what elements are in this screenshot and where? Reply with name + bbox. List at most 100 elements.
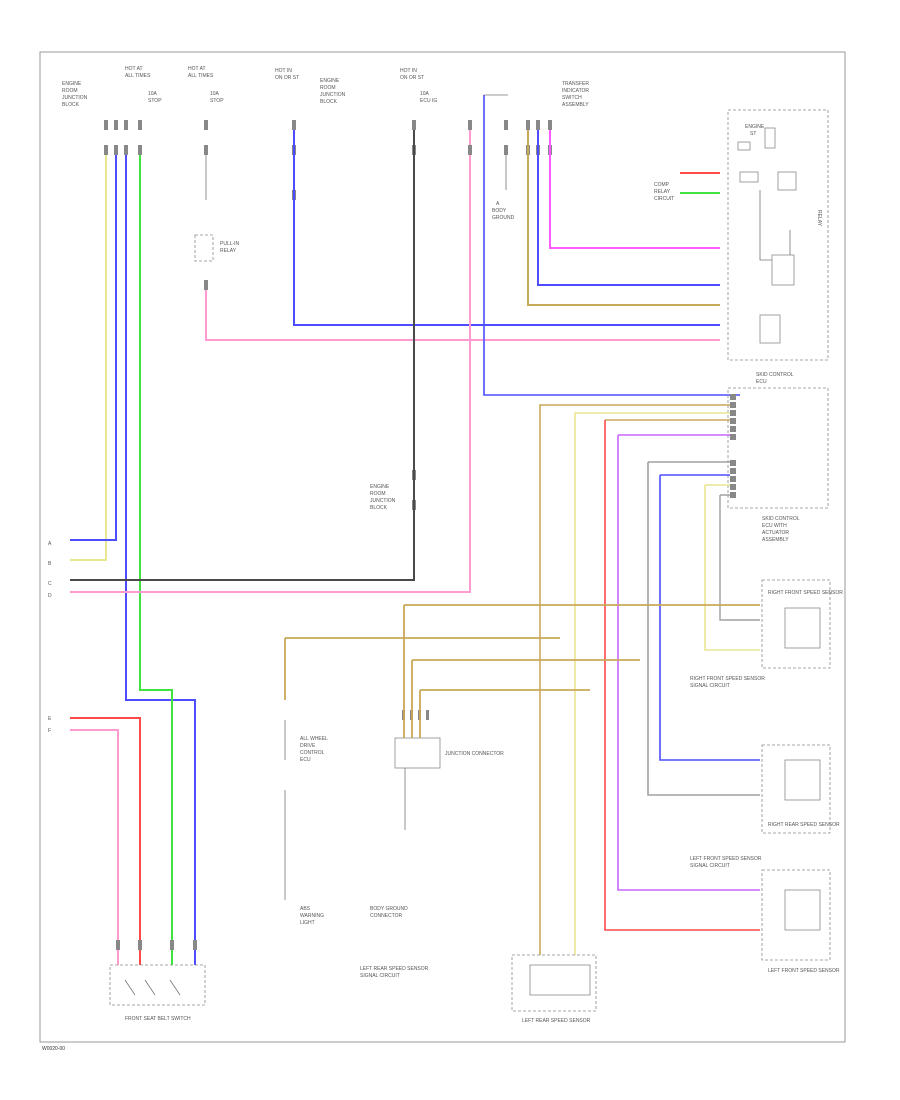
svg-text:ROOM: ROOM: [62, 88, 78, 94]
svg-text:ECU: ECU: [300, 757, 311, 763]
svg-text:10A: 10A: [148, 91, 158, 97]
svg-text:HOT AT: HOT AT: [125, 66, 143, 72]
wire-violet-long: [70, 130, 471, 593]
left-front-speed-sensor: LEFT FRONT SPEED SENSOR: [761, 869, 840, 974]
svg-text:C: C: [48, 581, 52, 587]
svg-text:ECU WITH: ECU WITH: [762, 523, 787, 529]
svg-text:10A: 10A: [210, 91, 220, 97]
svg-text:LEFT REAR SPEED SENSOR: LEFT REAR SPEED SENSOR: [360, 966, 429, 972]
right-front-speed-sensor: RIGHT FRONT SPEED SENSOR: [761, 579, 843, 669]
left-rear-speed-sensor: LEFT REAR SPEED SENSOR LEFT REAR SPEED S…: [360, 954, 597, 1024]
svg-text:ROOM: ROOM: [370, 491, 386, 497]
wire-magenta-relay: [549, 130, 720, 249]
svg-text:PULL-IN: PULL-IN: [220, 241, 240, 247]
svg-text:WARNING: WARNING: [300, 913, 324, 919]
svg-text:SKID CONTROL: SKID CONTROL: [762, 516, 800, 522]
svg-text:ASSEMBLY: ASSEMBLY: [762, 537, 789, 543]
wire-tan-relay: [527, 130, 720, 306]
relay-label: RELAY: [816, 210, 822, 227]
svg-text:DRIVE: DRIVE: [300, 743, 316, 749]
wire-tan-ecu: [539, 404, 730, 955]
svg-text:ENGINE: ENGINE: [62, 81, 82, 87]
svg-text:LIGHT: LIGHT: [300, 920, 315, 926]
svg-text:RIGHT FRONT SPEED SENSOR: RIGHT FRONT SPEED SENSOR: [690, 676, 765, 682]
wire-blue-ecu: [659, 474, 760, 761]
left-rear-sensor-label: LEFT REAR SPEED SENSOR: [522, 1018, 591, 1024]
svg-text:HOT AT: HOT AT: [188, 66, 206, 72]
svg-text:ENGINE: ENGINE: [320, 78, 340, 84]
svg-text:10A: 10A: [420, 91, 430, 97]
svg-text:ABS: ABS: [300, 906, 311, 912]
svg-text:SIGNAL CIRCUIT: SIGNAL CIRCUIT: [690, 683, 730, 689]
svg-text:ALL TIMES: ALL TIMES: [188, 73, 214, 79]
svg-text:ECU: ECU: [756, 379, 767, 385]
svg-text:ON OR ST: ON OR ST: [400, 75, 424, 81]
svg-text:BLOCK: BLOCK: [62, 102, 80, 108]
wire-pink-fuse: [205, 290, 720, 341]
svg-text:ALL TIMES: ALL TIMES: [125, 73, 151, 79]
right-sensor-3-label: LEFT FRONT SPEED SENSOR: [768, 968, 840, 974]
right-sensor-2-label: RIGHT REAR SPEED SENSOR: [768, 822, 840, 828]
wire-red-switch: [70, 717, 141, 965]
junction-connector-label: JUNCTION CONNECTOR: [445, 751, 504, 757]
svg-text:CONTROL: CONTROL: [300, 750, 325, 756]
svg-text:SKID CONTROL: SKID CONTROL: [756, 372, 794, 378]
pink-fuse-wire-group: HOT AT ALL TIMES 10A STOP PULL-IN RELAY: [188, 66, 720, 341]
svg-text:SIGNAL CIRCUIT: SIGNAL CIRCUIT: [690, 863, 730, 869]
svg-text:ECU IG: ECU IG: [420, 98, 437, 104]
svg-text:BODY: BODY: [492, 208, 507, 214]
wire-blue-top: [293, 130, 720, 326]
svg-text:A: A: [48, 541, 52, 547]
svg-text:STOP: STOP: [210, 98, 224, 104]
svg-text:SWITCH: SWITCH: [562, 95, 582, 101]
junction-connector: JUNCTION CONNECTOR BODY GROUND CONNECTOR…: [284, 604, 760, 926]
black-center-wire-group: HOT IN ON OR ST 10A ECU IG ENGINE ROOM J…: [70, 68, 437, 581]
wire-blue-left-2: [125, 155, 196, 965]
right-rear-speed-sensor: RIGHT REAR SPEED SENSOR: [761, 744, 840, 834]
blue-top-wire-group: HOT IN ON OR ST ENGINE ROOM JUNCTION BLO…: [275, 68, 720, 326]
wire-lightblue-top: [483, 95, 740, 396]
wire-gray-ecu: [647, 461, 760, 796]
svg-text:HOT IN: HOT IN: [400, 68, 417, 74]
svg-text:ALL WHEEL: ALL WHEEL: [300, 736, 328, 742]
relay-wire-group: TRANSFER INDICATOR SWITCH ASSEMBLY A BOD…: [492, 81, 720, 306]
svg-text:SIGNAL CIRCUIT: SIGNAL CIRCUIT: [360, 973, 400, 979]
svg-text:TRANSFER: TRANSFER: [562, 81, 589, 87]
left-bottom-switch-label: FRONT SEAT BELT SWITCH: [125, 1016, 191, 1022]
svg-text:INDICATOR: INDICATOR: [562, 88, 589, 94]
svg-text:CONNECTOR: CONNECTOR: [370, 913, 403, 919]
relay-box: ENGINE ST COMP RELAY CIRCUIT RELAY: [654, 109, 829, 361]
svg-text:HOT IN: HOT IN: [275, 68, 292, 74]
svg-text:A: A: [496, 201, 500, 207]
wire-yellow-left: [70, 155, 107, 561]
svg-text:ON OR ST: ON OR ST: [275, 75, 299, 81]
svg-text:ASSEMBLY: ASSEMBLY: [562, 102, 589, 108]
svg-text:E: E: [48, 716, 52, 722]
wire-blue-left-1: [70, 155, 117, 541]
svg-text:CIRCUIT: CIRCUIT: [654, 196, 674, 202]
svg-text:ENGINE: ENGINE: [745, 124, 765, 130]
svg-text:BLOCK: BLOCK: [370, 505, 388, 511]
svg-text:COMP: COMP: [654, 182, 670, 188]
svg-text:RELAY: RELAY: [654, 189, 671, 195]
skid-control-ecu: SKID CONTROL ECU SKID CONTROL ECU WITH A…: [727, 372, 829, 543]
svg-text:BLOCK: BLOCK: [320, 99, 338, 105]
top-left-wire-group: ENGINE ROOM JUNCTION BLOCK HOT AT ALL TI…: [62, 66, 196, 965]
svg-text:B: B: [48, 561, 52, 567]
svg-text:JUNCTION: JUNCTION: [62, 95, 88, 101]
wire-blue-relay: [537, 130, 720, 286]
wire-lightyellow-ecu: [704, 484, 760, 651]
figure-label: W0020-00: [42, 1046, 65, 1052]
left-bottom-switch: FRONT SEAT BELT SWITCH: [70, 717, 206, 1022]
svg-text:JUNCTION: JUNCTION: [370, 498, 396, 504]
wire-yellow-ecu: [574, 412, 730, 955]
svg-text:ST: ST: [750, 131, 756, 137]
diagram-frame: [39, 51, 846, 1043]
right-sensor-1-label: RIGHT FRONT SPEED SENSOR: [768, 590, 843, 596]
wire-green-left: [139, 155, 173, 965]
wire-violet-ecu: [617, 435, 760, 891]
svg-text:BODY GROUND: BODY GROUND: [370, 906, 408, 912]
wire-black-center: [70, 130, 415, 581]
wire-red-ecu: [604, 420, 760, 931]
